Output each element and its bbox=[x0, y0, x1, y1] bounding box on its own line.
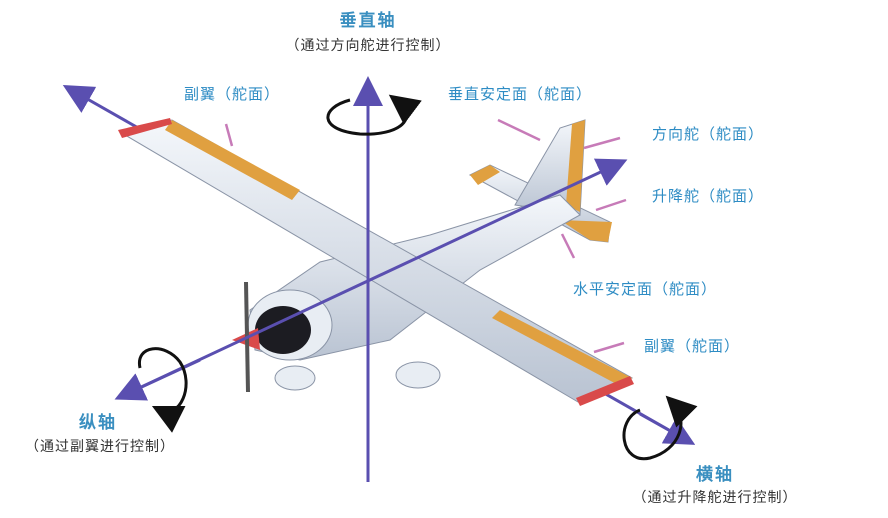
aileron-left bbox=[165, 120, 300, 200]
longitudinal-axis-rear-arrow bbox=[114, 358, 201, 401]
longitudinal-axis-title: 纵轴 bbox=[79, 413, 117, 433]
label-horizontal-stabilizer: 水平安定面（舵面） bbox=[572, 280, 718, 298]
longitudinal-axis bbox=[121, 158, 628, 398]
label-vertical-stabilizer: 垂直安定面（舵面） bbox=[447, 85, 593, 103]
lateral-axis-subtitle: （通过升降舵进行控制） bbox=[632, 490, 798, 506]
yaw-rotation-arrow-icon bbox=[326, 94, 422, 136]
pitch-rotation-arrow-icon bbox=[622, 395, 698, 461]
lateral-axis-title: 横轴 bbox=[696, 465, 734, 485]
label-rudder: 方向舵（舵面） bbox=[651, 125, 765, 143]
roll-rotation-arrow-icon bbox=[138, 347, 188, 433]
label-aileron-left: 副翼（舵面） bbox=[183, 85, 281, 103]
cowling-intake bbox=[255, 306, 311, 354]
leader-lines bbox=[224, 118, 627, 354]
wing-tip-right bbox=[576, 376, 634, 406]
wheel-left bbox=[274, 365, 316, 391]
lateral-axis-right-arrow bbox=[639, 412, 696, 445]
longitudinal-axis-subtitle: （通过副翼进行控制） bbox=[25, 439, 175, 455]
vertical-axis-subtitle: （通过方向舵进行控制） bbox=[285, 38, 451, 54]
aileron-right bbox=[492, 310, 632, 388]
wheel-right bbox=[395, 361, 441, 389]
vertical-axis-title: 垂直轴 bbox=[339, 11, 397, 31]
label-elevator: 升降舵（舵面） bbox=[651, 187, 765, 205]
label-aileron-right: 副翼（舵面） bbox=[643, 337, 741, 355]
wing-tip-left bbox=[118, 118, 172, 138]
